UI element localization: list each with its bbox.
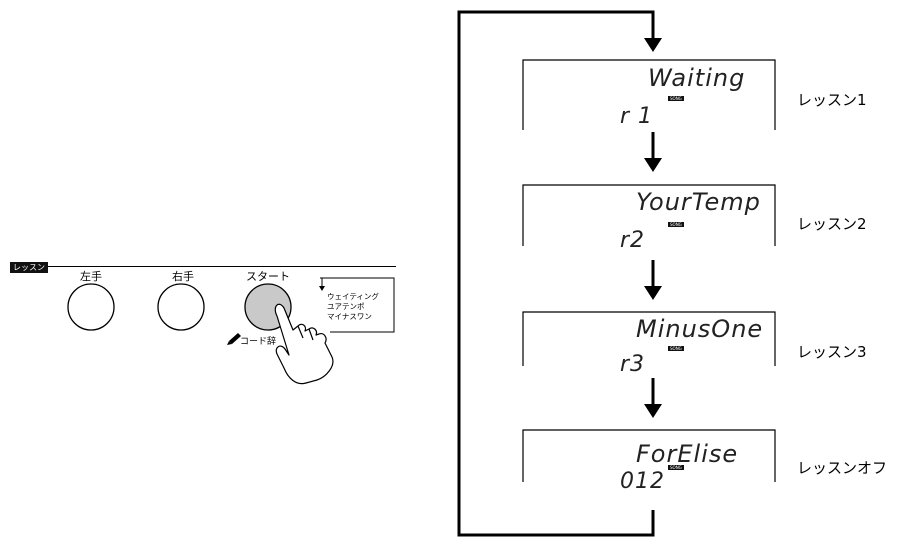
step-arrows xyxy=(644,132,662,418)
song-badge: SONG xyxy=(668,222,684,227)
mode-item-your-tempo: ユアテンポ xyxy=(327,302,365,311)
step-label: レッスン3 xyxy=(797,343,867,361)
song-badge: SONG xyxy=(668,346,684,351)
right-hand-label: 右手 xyxy=(172,270,194,283)
mode-list: ウェイティング ユアテンポ マイナスワン xyxy=(327,292,379,322)
lcd-line1: Waiting xyxy=(648,64,746,92)
loop-arrow-head xyxy=(644,38,662,52)
song-badge: SONG xyxy=(668,465,684,470)
left-hand-label: 左手 xyxy=(80,270,102,283)
step-label: レッスン2 xyxy=(797,215,867,233)
hand-pointer-icon xyxy=(274,303,334,385)
lesson-panel: レッスン 左手 右手 スタート ウェイティング ユアテンポ マイナスワン コード… xyxy=(0,0,400,547)
lcd-line1: YourTemp xyxy=(636,188,761,216)
song-badge: SONG xyxy=(668,96,684,101)
lcd-line2: r2 xyxy=(620,228,646,253)
pencil-icon xyxy=(227,333,241,345)
panel-buttons xyxy=(67,283,334,385)
lcd-line2: r 1 xyxy=(620,104,654,129)
right-hand-button[interactable] xyxy=(157,283,205,331)
lcd-frames xyxy=(522,59,776,482)
mode-item-waiting: ウェイティング xyxy=(327,292,379,301)
lcd-line1: ForElise xyxy=(636,440,739,468)
panel-divider xyxy=(10,266,396,267)
lcd-line2: 012 xyxy=(620,469,665,494)
step-label: レッスン1 xyxy=(797,91,867,109)
step-label: レッスンオフ xyxy=(797,459,888,477)
lesson-section-tag: レッスン xyxy=(10,262,48,273)
loop-connector xyxy=(457,10,655,537)
left-hand-button[interactable] xyxy=(67,283,115,331)
mode-list-bracket xyxy=(319,277,395,333)
lcd-line1: MinusOne xyxy=(636,315,764,343)
chord-dictionary-label: コード辞 xyxy=(240,337,277,347)
start-label: スタート xyxy=(246,270,290,283)
lcd-line2: r3 xyxy=(620,352,646,377)
mode-item-minus-one: マイナスワン xyxy=(327,312,372,321)
